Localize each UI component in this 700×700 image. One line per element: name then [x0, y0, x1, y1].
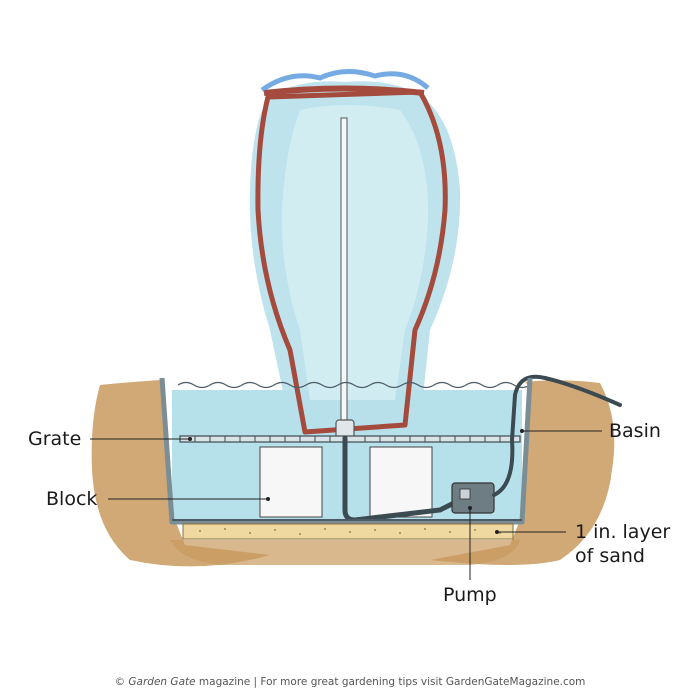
sand-grains	[199, 528, 501, 535]
footer-tail: magazine | For more great gardening tips…	[195, 676, 586, 688]
grate	[179, 435, 521, 443]
block-left	[259, 446, 323, 518]
leader-grate-dot	[188, 437, 192, 441]
urn-outline	[255, 89, 448, 435]
block-right	[369, 446, 433, 518]
leader-basin-dot	[520, 429, 524, 433]
sand-label: 1 in. layer of sand	[575, 520, 670, 568]
pipe-connector	[335, 419, 355, 439]
rim-splash	[260, 69, 430, 93]
leader-pump-dot	[468, 506, 472, 510]
sand-layer	[182, 523, 514, 540]
urn-highlight	[281, 105, 429, 400]
basin-wall	[159, 377, 533, 525]
water-surface	[177, 381, 531, 389]
footer-credit: © Garden Gate magazine | For more great …	[0, 676, 700, 688]
grate-label: Grate	[28, 428, 82, 450]
basin-label: Basin	[609, 420, 661, 442]
pump-inlet	[459, 488, 471, 500]
block-label: Block	[46, 488, 98, 510]
fountain-pipe	[340, 117, 348, 424]
soil-bottom	[170, 540, 520, 565]
pump	[451, 482, 495, 514]
sand-label-line2: of sand	[575, 545, 645, 567]
power-cord	[492, 374, 622, 497]
soil-right	[430, 380, 615, 565]
leader-block-dot	[266, 497, 270, 501]
footer-brand: Garden Gate	[128, 676, 196, 688]
soil-left	[91, 380, 271, 567]
footer-copyright: ©	[114, 676, 129, 688]
grate-bars	[194, 436, 501, 442]
sand-label-line1: 1 in. layer	[575, 521, 671, 543]
leader-sand-dot	[495, 530, 499, 534]
urn-rim	[263, 85, 425, 96]
pump-label: Pump	[443, 584, 497, 606]
